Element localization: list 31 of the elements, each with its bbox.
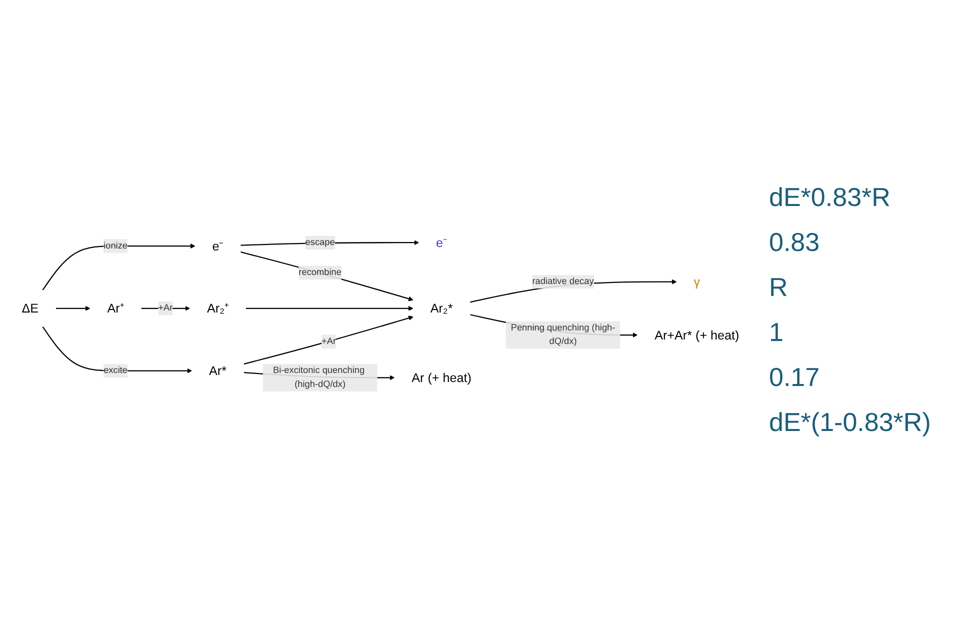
edge-label: escape bbox=[305, 237, 335, 248]
annotation-text: dE*0.83*R bbox=[769, 182, 892, 213]
edge-label: excite bbox=[104, 366, 128, 376]
arrow bbox=[240, 251, 414, 302]
annotation-text: dE*(1-0.83*R) bbox=[769, 407, 932, 438]
node-text: ΔE bbox=[22, 301, 39, 316]
node-text: e⁻ bbox=[212, 238, 224, 254]
edge-label: Penning quenching (high-dQ/dx) bbox=[510, 322, 616, 346]
arrow bbox=[42, 326, 192, 374]
annotation-text: 0.83 bbox=[769, 227, 821, 258]
node-text: Ar₂⁺ bbox=[207, 301, 228, 316]
node-text: Ar₂* bbox=[430, 301, 453, 316]
node-text: Ar* bbox=[209, 364, 226, 378]
edge-label: ionize bbox=[104, 240, 128, 250]
arrow bbox=[244, 316, 414, 364]
annotation-text: 0.17 bbox=[769, 362, 821, 393]
edge-label: +Ar bbox=[322, 336, 336, 346]
edge-label: recombine bbox=[298, 267, 342, 278]
node-text: γ bbox=[694, 274, 700, 289]
annotation-text: R bbox=[769, 272, 789, 303]
arrow bbox=[246, 306, 414, 311]
edge-label: radiative decay bbox=[532, 276, 594, 286]
arrow bbox=[42, 243, 196, 291]
node-text: e⁻ bbox=[436, 235, 448, 250]
annotation-text: 1 bbox=[769, 317, 784, 348]
arrow bbox=[56, 306, 90, 311]
node-text: Ar (+ heat) bbox=[412, 370, 472, 385]
edge-label: +Ar bbox=[158, 303, 173, 313]
node-text: Ar+Ar* (+ heat) bbox=[654, 328, 740, 342]
node-text: Ar⁺ bbox=[107, 301, 124, 316]
edge-label: Bi-excitonic quenching (high-dQ/dx) bbox=[272, 366, 365, 389]
